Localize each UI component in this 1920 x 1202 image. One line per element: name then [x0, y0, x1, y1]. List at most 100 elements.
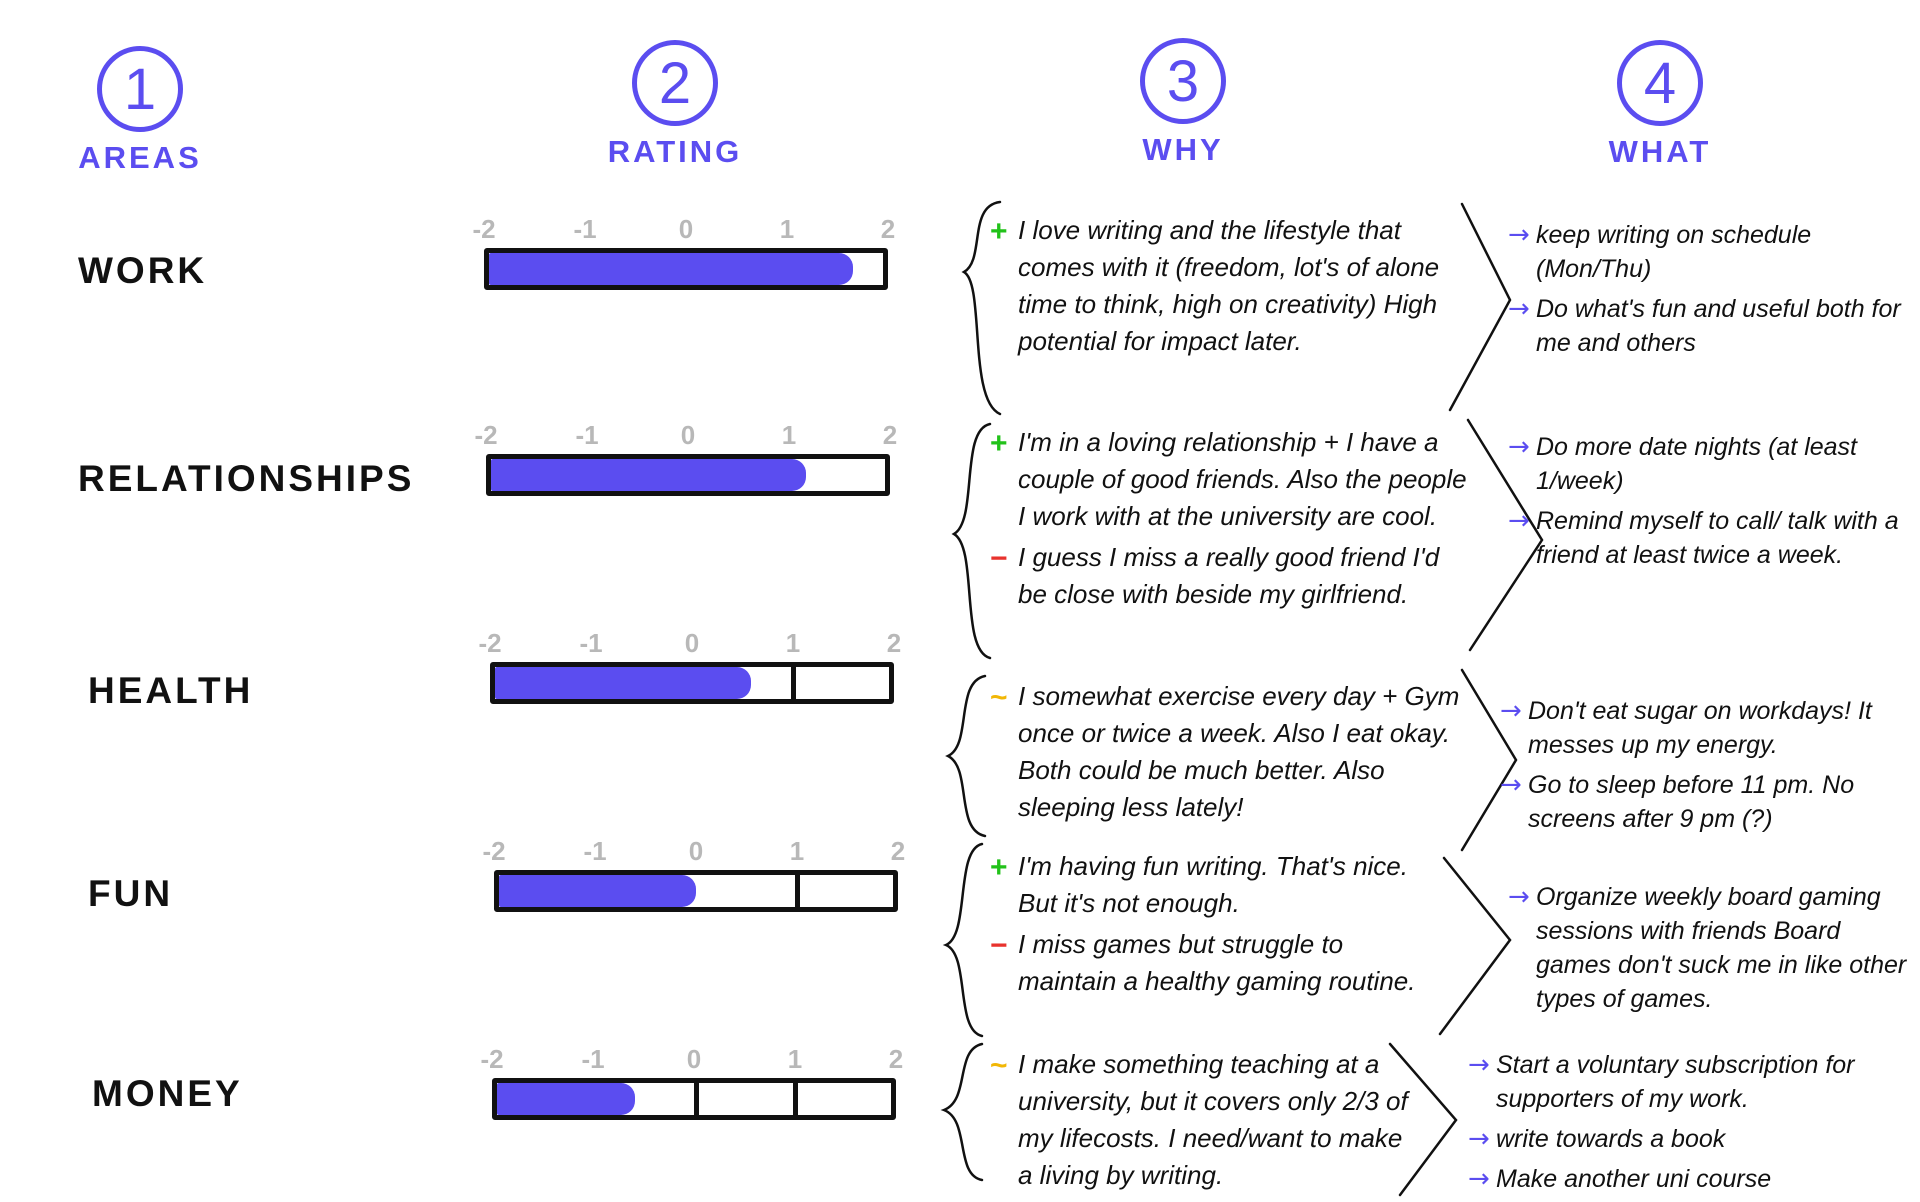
what-item: →Start a voluntary subscription for supp…	[1468, 1048, 1908, 1116]
scale-tick-label: 2	[882, 420, 898, 450]
what-text: Start a voluntary subscription for suppo…	[1496, 1051, 1855, 1113]
area-label-relationships: RELATIONSHIPS	[78, 458, 415, 499]
column-header-areas: 1 AREAS	[30, 46, 250, 176]
column-header-rating: 2 RATING	[565, 40, 785, 170]
rating-fill	[499, 875, 696, 907]
why-text: I somewhat exercise every day + Gym once…	[1018, 681, 1460, 822]
scale-tick-label: -2	[480, 1044, 504, 1074]
what-text: keep writing on schedule (Mon/Thu)	[1536, 221, 1812, 283]
why-text: I miss games but struggle to maintain a …	[1018, 929, 1416, 996]
number-circle: 4	[1617, 40, 1703, 126]
what-item: →Do what's fun and useful both for me an…	[1508, 292, 1913, 360]
why-text: I'm in a loving relationship + I have a …	[1018, 427, 1467, 531]
number-circle: 3	[1140, 38, 1226, 124]
arrow-right-icon: →	[1468, 1164, 1490, 1194]
what-item: →Organize weekly board gaming sessions w…	[1508, 880, 1913, 1016]
scale-divider	[794, 873, 800, 909]
arrow-right-icon: →	[1508, 220, 1530, 250]
rating-fill	[497, 1083, 635, 1115]
what-text: Do what's fun and useful both for me and…	[1536, 295, 1901, 357]
scale-tick-label: -2	[482, 836, 506, 866]
plus-icon: +	[990, 427, 1008, 460]
what-item: →write towards a book	[1468, 1122, 1908, 1156]
arrow-right-icon: →	[1468, 1050, 1490, 1080]
scale-tick-label: 2	[890, 836, 906, 866]
scale-tick-label: -1	[575, 420, 599, 450]
tilde-icon: ~	[990, 1049, 1008, 1082]
scale-tick-label: 1	[787, 1044, 803, 1074]
why-item: ~ I somewhat exercise every day + Gym onc…	[990, 678, 1470, 826]
scale-tick-label: -2	[478, 628, 502, 658]
scale-tick-label: 0	[684, 628, 700, 658]
what-text: write towards a book	[1496, 1125, 1726, 1153]
number-circle: 2	[632, 40, 718, 126]
arrow-right-icon: →	[1500, 696, 1522, 726]
what-block-fun: →Organize weekly board gaming sessions w…	[1508, 880, 1913, 1022]
minus-icon: −	[990, 542, 1008, 575]
plus-icon: +	[990, 851, 1008, 884]
scale-tick-label: -1	[579, 628, 603, 658]
what-block-relationships: →Do more date nights (at least 1/week)→R…	[1508, 430, 1913, 578]
scale-tick-label: 2	[888, 1044, 904, 1074]
what-block-health: →Don't eat sugar on workdays! It messes …	[1500, 694, 1905, 842]
rating-bar	[484, 248, 888, 290]
number-circle: 1	[97, 46, 183, 132]
what-text: Make another uni course	[1496, 1165, 1772, 1193]
what-text: Go to sleep before 11 pm. No screens aft…	[1528, 771, 1855, 833]
why-text: I guess I miss a really good friend I'd …	[1018, 542, 1440, 609]
rating-fill	[491, 459, 807, 491]
arrow-right-icon: →	[1508, 882, 1530, 912]
rating-fill	[489, 253, 854, 285]
scale-tick-label: 1	[785, 628, 801, 658]
arrow-right-icon: →	[1508, 294, 1530, 324]
why-text: I love writing and the lifestyle that co…	[1018, 215, 1440, 356]
what-item: →Don't eat sugar on workdays! It messes …	[1500, 694, 1905, 762]
what-text: Organize weekly board gaming sessions wi…	[1536, 883, 1907, 1013]
rating-bar	[490, 662, 894, 704]
why-block-work: + I love writing and the lifestyle that c…	[990, 212, 1470, 364]
arrow-right-icon: →	[1508, 506, 1530, 536]
area-label-health: HEALTH	[88, 670, 254, 711]
why-block-relationships: + I'm in a loving relationship + I have a…	[990, 424, 1470, 617]
column-title: RATING	[607, 134, 743, 169]
why-block-money: ~I make something teaching at a universi…	[990, 1046, 1420, 1198]
scale-tick-label: -2	[474, 420, 498, 450]
rating-bar	[486, 454, 890, 496]
column-header-why: 3 WHY	[1073, 38, 1293, 168]
why-text: I'm having fun writing. That's nice. But…	[1018, 851, 1408, 918]
what-block-work: →keep writing on schedule (Mon/Thu)→Do w…	[1508, 218, 1913, 366]
scale-tick-label: 0	[678, 214, 694, 244]
column-header-what: 4 WHAT	[1550, 40, 1770, 170]
minus-icon: −	[990, 929, 1008, 962]
what-text: Remind myself to call/ talk with a frien…	[1536, 507, 1899, 569]
area-label-work: WORK	[78, 250, 208, 291]
what-item: →Remind myself to call/ talk with a frie…	[1508, 504, 1913, 572]
plus-icon: +	[990, 215, 1008, 248]
arrow-right-icon: →	[1468, 1124, 1490, 1154]
column-title: WHAT	[1608, 134, 1712, 169]
scale-divider	[792, 1081, 798, 1117]
tilde-icon: ~	[990, 681, 1008, 714]
scale-tick-label: -1	[581, 1044, 605, 1074]
why-item: ~I make something teaching at a universi…	[990, 1046, 1420, 1194]
rating-fill	[495, 667, 752, 699]
why-item: + I love writing and the lifestyle that c…	[990, 212, 1470, 360]
why-item: −I miss games but struggle to maintain a…	[990, 926, 1440, 1000]
why-block-fun: + I'm having fun writing. That's nice. Bu…	[990, 848, 1440, 1004]
scale-divider	[790, 665, 796, 701]
area-label-money: MONEY	[92, 1073, 243, 1114]
scale-tick-label: 1	[781, 420, 797, 450]
what-block-money: →Start a voluntary subscription for supp…	[1468, 1048, 1908, 1202]
area-label-fun: FUN	[88, 873, 174, 914]
scale-tick-label: -2	[472, 214, 496, 244]
rating-bar	[492, 1078, 896, 1120]
arrow-right-icon: →	[1508, 432, 1530, 462]
what-text: Do more date nights (at least 1/week)	[1536, 433, 1857, 495]
